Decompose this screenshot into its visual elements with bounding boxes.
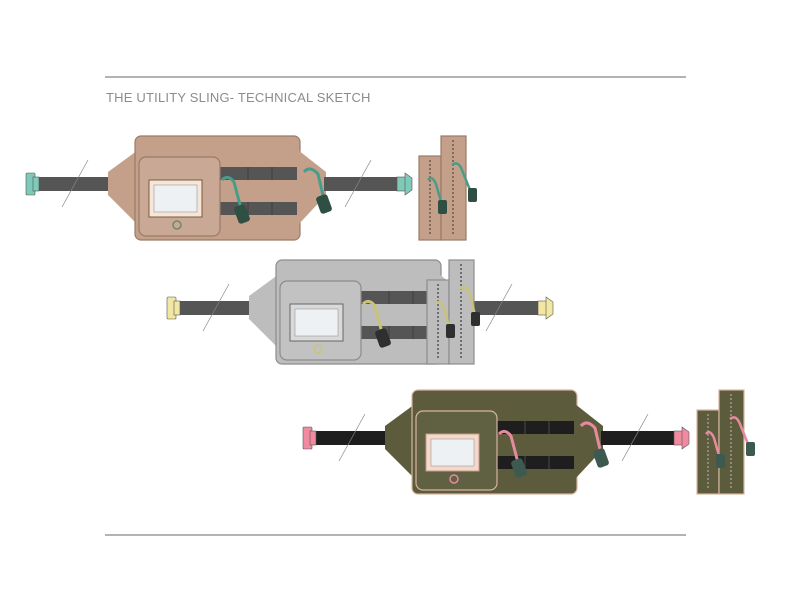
webbing-bottom (219, 202, 297, 215)
top-divider (105, 76, 686, 78)
d-ring (449, 474, 459, 484)
d-ring (172, 220, 182, 230)
right-strap (601, 431, 677, 445)
left-wing (385, 404, 415, 479)
bottom-divider (105, 534, 686, 536)
side-profile (426, 259, 480, 365)
right-wing (575, 404, 603, 479)
left-buckle (25, 172, 40, 196)
left-buckle (166, 296, 181, 320)
webbing-top (496, 421, 574, 434)
left-wing (108, 150, 138, 225)
right-strap (324, 177, 400, 191)
zipper-pull (220, 175, 250, 224)
sling-olive (302, 389, 755, 495)
webbing-bottom (360, 326, 438, 339)
left-strap (179, 301, 255, 315)
webbing-bottom (496, 456, 574, 469)
right-wing (298, 150, 326, 225)
right-strap (465, 301, 541, 315)
d-ring (313, 344, 323, 354)
left-strap (38, 177, 114, 191)
right-buckle (673, 426, 690, 450)
left-wing (249, 274, 279, 349)
side-profile (418, 135, 477, 241)
sling-tan (25, 135, 477, 241)
side-profile (696, 389, 755, 495)
right-buckle (396, 172, 413, 196)
zipper-pull (497, 429, 527, 478)
webbing-top (360, 291, 438, 304)
page-title: THE UTILITY SLING- TECHNICAL SKETCH (106, 90, 371, 105)
webbing-top (219, 167, 297, 180)
zipper-pull (361, 299, 391, 348)
side-zipper-pull (302, 167, 332, 214)
side-zipper-pull (579, 421, 609, 468)
left-buckle (302, 426, 317, 450)
left-strap (315, 431, 391, 445)
sling-grey (166, 259, 554, 365)
right-buckle (537, 296, 554, 320)
